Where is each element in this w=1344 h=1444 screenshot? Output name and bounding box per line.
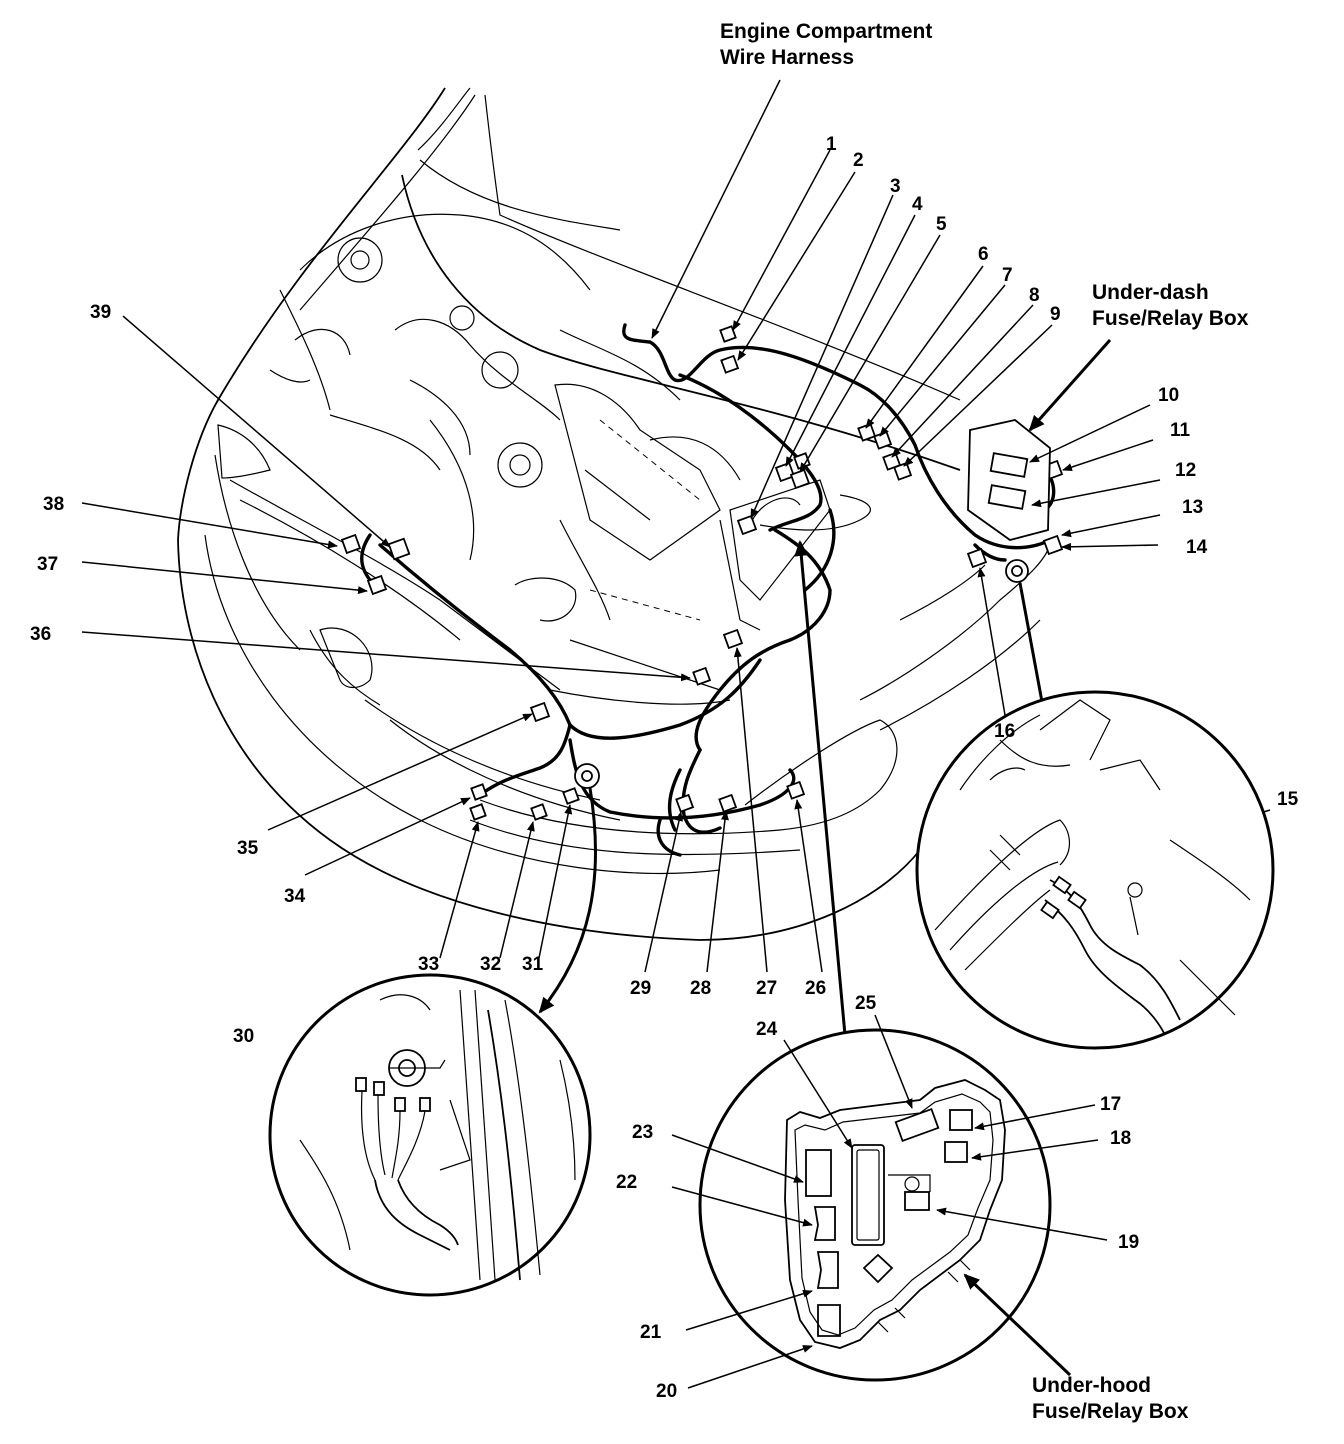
callout-39: 39 [90,302,111,323]
callout-25: 25 [855,993,877,1014]
callout-35: 35 [237,838,259,859]
callout-29: 29 [630,978,651,999]
callout-24: 24 [756,1019,778,1040]
callout-11: 11 [1170,420,1191,441]
callout-4: 4 [912,194,923,215]
callout-31: 31 [522,954,544,975]
callout-26: 26 [805,978,826,999]
callout-10: 10 [1158,385,1179,406]
callout-5: 5 [936,214,947,235]
callout-14: 14 [1186,537,1208,558]
leader-lines [81,79,1271,1036]
harness-title-line2: Wire Harness [720,46,854,69]
car-body-outline [177,87,1051,941]
connectors [340,325,1064,821]
callout-2: 2 [853,150,864,171]
engine-outline [269,213,831,691]
callout-19: 19 [1118,1232,1139,1253]
callout-6: 6 [978,244,989,265]
callout-34: 34 [284,886,306,907]
title-labels: Engine Compartment Wire Harness Under-da… [720,20,1249,1423]
callout-12: 12 [1175,460,1196,481]
callout-33: 33 [418,954,439,975]
callout-9: 9 [1050,304,1061,325]
callout-15: 15 [1277,789,1299,810]
callout-16: 16 [994,721,1015,742]
callout-8: 8 [1029,285,1040,306]
callout-3: 3 [890,176,901,197]
callout-32: 32 [480,954,501,975]
inset-15 [915,690,1275,1050]
callout-30: 30 [233,1026,254,1047]
callout-27: 27 [756,978,777,999]
callout-23: 23 [632,1122,653,1143]
callout-17: 17 [1100,1094,1121,1115]
wire-harness [360,323,1056,857]
callout-28: 28 [690,978,711,999]
callout-18: 18 [1110,1128,1131,1149]
callout-13: 13 [1182,497,1203,518]
underhood-title-line1: Under-hood [1032,1374,1151,1397]
harness-title-line1: Engine Compartment [720,20,932,43]
callout-20: 20 [656,1381,677,1402]
underhood-title-line2: Fuse/Relay Box [1032,1400,1189,1423]
callout-22: 22 [616,1172,637,1193]
callout-36: 36 [30,624,51,645]
inset-underhood-box [671,1014,1108,1389]
underdash-title-line1: Under-dash [1092,281,1209,304]
callout-21: 21 [640,1322,662,1343]
inset-30 [268,973,592,1297]
underdash-title-line2: Fuse/Relay Box [1092,307,1249,330]
callout-7: 7 [1002,265,1013,286]
callout-37: 37 [37,554,58,575]
callout-38: 38 [43,494,64,515]
callout-numbers: 1 2 3 4 5 6 7 8 9 10 11 12 13 14 15 16 1… [30,134,1299,1402]
callout-1: 1 [826,134,837,155]
